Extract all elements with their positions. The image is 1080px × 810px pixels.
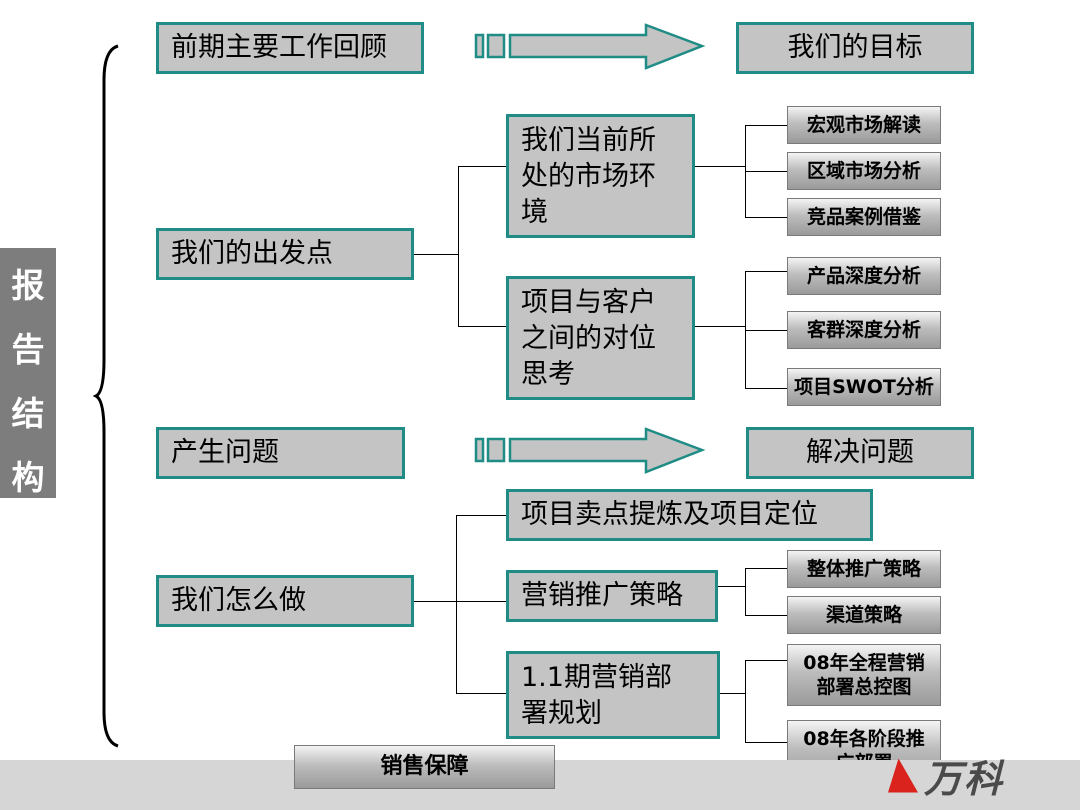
competitor-case-item: 竞品案例借鉴 [787, 198, 941, 236]
how-we-do-box: 我们怎么做 [156, 575, 414, 627]
marketing-strategy-label: 营销推广策略 [521, 580, 683, 611]
project-customer-label: 项目与客户 之间的对位 思考 [521, 287, 656, 390]
marketing-strategy-box: 营销推广策略 [506, 570, 718, 622]
problem-label: 产生问题 [171, 437, 279, 468]
positioning-label: 项目卖点提炼及项目定位 [521, 499, 818, 530]
side-char-3: 结 [11, 394, 45, 433]
previous-work-review-label: 前期主要工作回顾 [171, 32, 387, 63]
customer-analysis-item: 客群深度分析 [787, 311, 941, 349]
master-plan-item: 08年全程营销 部署总控图 [787, 644, 941, 706]
overall-promotion-item: 整体推广策略 [787, 550, 941, 588]
market-environment-label: 我们当前所 处的市场环 境 [521, 125, 656, 228]
side-char-1: 报 [11, 266, 45, 305]
vanke-logo-mark [888, 758, 918, 793]
arrow-right-icon [474, 427, 706, 474]
how-we-do-label: 我们怎么做 [171, 585, 306, 616]
phase-plan-box: 1.1期营销部 署规划 [506, 651, 720, 739]
positioning-box: 项目卖点提炼及项目定位 [506, 489, 873, 541]
starting-point-box: 我们的出发点 [156, 228, 414, 280]
phase-plan-label: 1.1期营销部 署规划 [521, 662, 672, 729]
vanke-logo-text: 万科 [924, 757, 1005, 801]
our-goal-label: 我们的目标 [787, 32, 923, 63]
vanke-logo: 万科 [888, 748, 1004, 803]
macro-market-item: 宏观市场解读 [787, 106, 941, 144]
regional-market-item: 区域市场分析 [787, 152, 941, 190]
project-customer-box: 项目与客户 之间的对位 思考 [506, 276, 695, 400]
market-environment-box: 我们当前所 处的市场环 境 [506, 114, 695, 238]
swot-analysis-item: 项目SWOT分析 [787, 368, 941, 406]
solve-problem-box: 解决问题 [746, 427, 974, 479]
side-char-4: 构 [11, 458, 45, 497]
arrow-right-icon [474, 23, 706, 70]
problem-box: 产生问题 [156, 427, 405, 479]
curly-brace [92, 44, 119, 748]
previous-work-review-box: 前期主要工作回顾 [156, 22, 424, 74]
starting-point-label: 我们的出发点 [171, 238, 333, 269]
sales-guarantee-box: 销售保障 [294, 745, 555, 789]
channel-strategy-item: 渠道策略 [787, 596, 941, 634]
our-goal-box: 我们的目标 [736, 22, 974, 74]
solve-problem-label: 解决问题 [806, 437, 914, 468]
product-analysis-item: 产品深度分析 [787, 257, 941, 295]
side-char-2: 告 [11, 330, 45, 369]
report-structure-title: 报 告 结 构 [0, 248, 56, 498]
